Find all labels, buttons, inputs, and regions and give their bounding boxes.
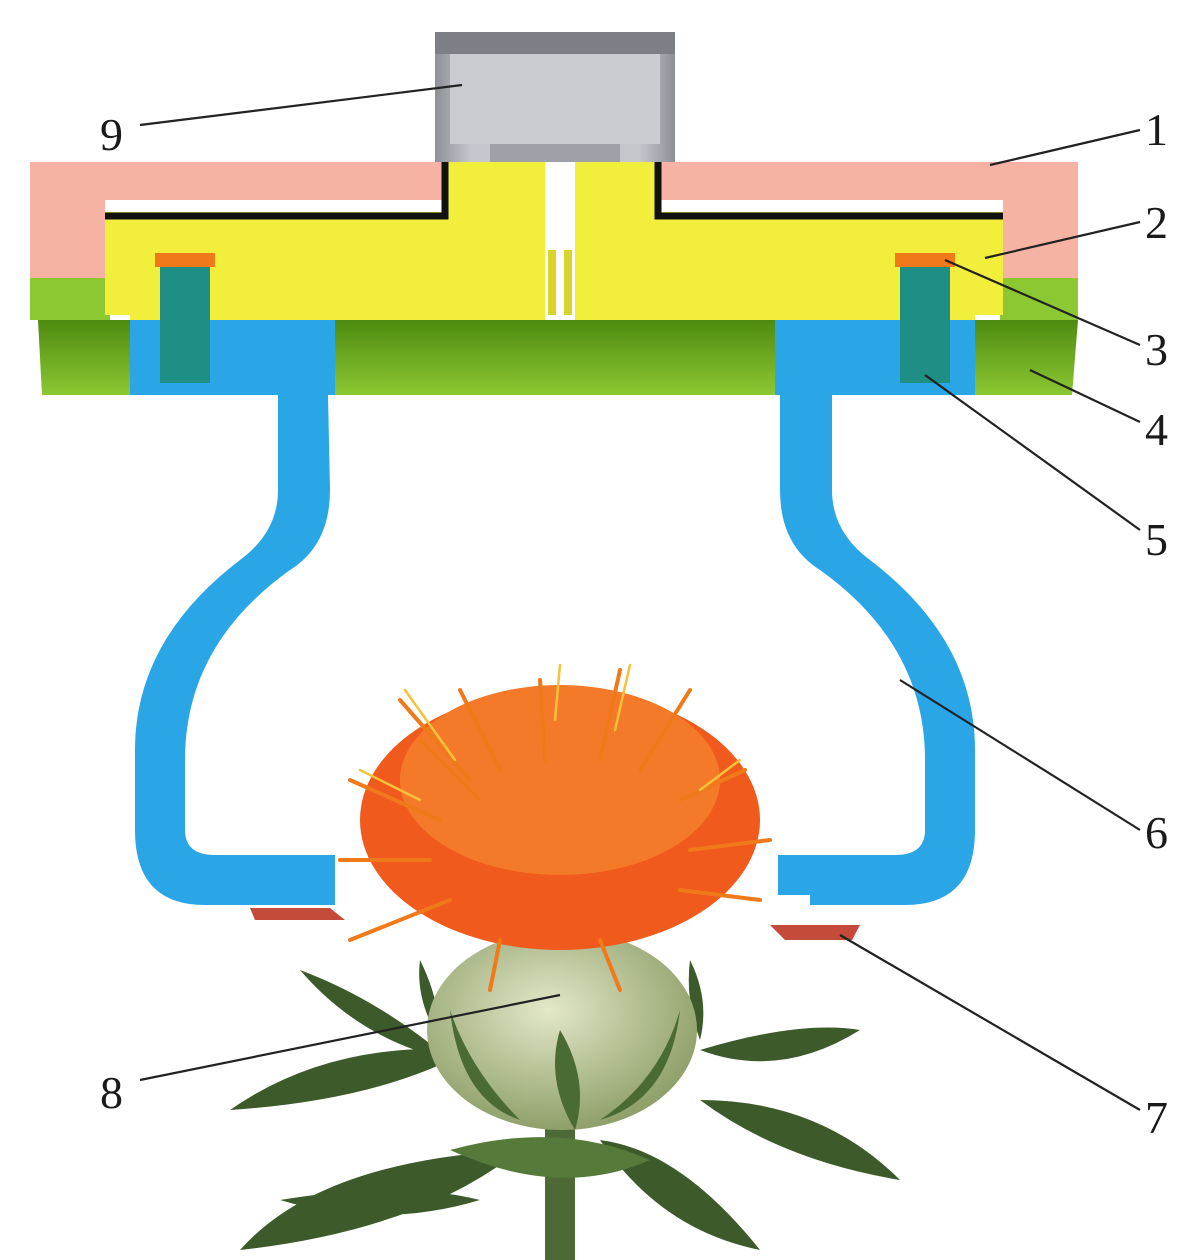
callout-8: 8 — [100, 1067, 123, 1118]
leader-5 — [924, 374, 1141, 531]
leader-8 — [139, 993, 561, 1082]
leader-9 — [139, 83, 463, 127]
leader-2 — [984, 220, 1141, 260]
callout-5: 5 — [1145, 514, 1168, 565]
callout-6: 6 — [1145, 807, 1168, 858]
callout-4: 4 — [1145, 404, 1168, 455]
teal-posts — [160, 267, 950, 383]
red-pads — [250, 908, 860, 940]
leader-3 — [944, 258, 1141, 347]
leaves — [230, 960, 900, 1260]
leader-1 — [989, 128, 1141, 167]
top-cover — [30, 162, 1078, 278]
petals — [338, 663, 772, 992]
callout-labels: 1 2 3 4 5 6 7 8 9 — [100, 104, 1168, 1143]
callout-3: 3 — [1145, 324, 1168, 375]
leader-4 — [1029, 369, 1141, 423]
yellow-body — [105, 162, 1003, 320]
leader-7 — [839, 934, 1141, 1111]
callout-1: 1 — [1145, 104, 1168, 155]
callout-9: 9 — [100, 109, 123, 160]
leader-6 — [899, 679, 1141, 831]
flower-bud — [427, 930, 697, 1130]
safflower — [230, 663, 900, 1260]
callout-2: 2 — [1145, 197, 1168, 248]
callout-7: 7 — [1145, 1092, 1168, 1143]
gripper-frame — [130, 320, 975, 905]
orange-pads — [155, 253, 955, 267]
bracts — [450, 1010, 680, 1130]
motor — [435, 32, 675, 162]
leader-lines — [139, 83, 1141, 1111]
